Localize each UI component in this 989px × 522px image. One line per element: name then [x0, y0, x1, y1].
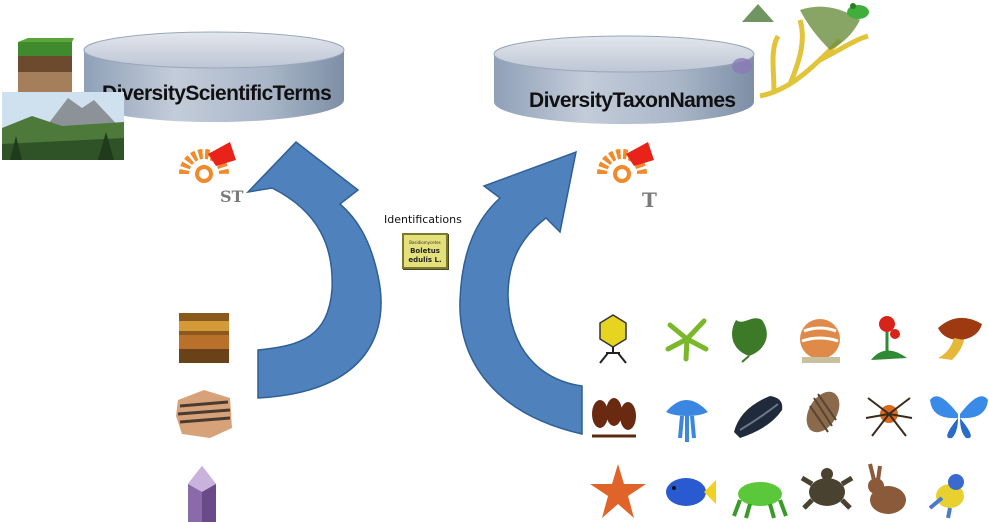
- turtle-icon: [800, 468, 854, 510]
- fish-icon: [666, 478, 716, 506]
- database-title-right: DiversityTaxonNames: [529, 89, 736, 112]
- leaf-icon: [732, 318, 767, 363]
- butterfly-icon: [930, 396, 988, 439]
- card-line1: Basidiomycetes: [409, 239, 441, 245]
- berry-plant-icon: [871, 316, 907, 360]
- jellyfish-icon: [666, 400, 708, 442]
- spore-icon: [592, 398, 636, 438]
- database-cylinder-right: [493, 35, 755, 124]
- card-line3: edulis L.: [408, 255, 442, 264]
- mushroom-icon: [938, 317, 982, 360]
- bird-icon: [928, 474, 964, 519]
- mountain-landscape-icon: [2, 92, 124, 160]
- banded-rock-icon: [176, 390, 232, 438]
- virus-icon: [599, 314, 627, 364]
- card-line2: Boletus: [410, 246, 440, 255]
- identifications-label: Identifications: [384, 213, 462, 226]
- diversity-logo-right: [597, 142, 654, 183]
- logo-letters-right: T: [642, 188, 657, 212]
- mussel-icon: [734, 396, 783, 438]
- diversity-logo-left: [179, 142, 236, 183]
- logo-letters-left: ST: [220, 187, 244, 206]
- spider-icon: [865, 397, 913, 437]
- right-curved-arrow: [459, 150, 583, 435]
- identification-card: Basidiomycetes Boletus edulis L.: [402, 233, 448, 269]
- hare-icon: [868, 463, 906, 514]
- database-title-left: DiversityScientificTerms: [102, 82, 332, 105]
- isopod-icon: [806, 391, 840, 433]
- frog-icon: [732, 482, 788, 519]
- left-curved-arrow: [245, 140, 382, 399]
- alga-icon: [665, 318, 709, 362]
- amoeba-icon: [800, 319, 840, 363]
- tree-frog-icon: [847, 3, 869, 19]
- starfish-icon: [590, 464, 646, 518]
- phylogenetic-tree-icon: [732, 4, 869, 99]
- amethyst-crystal-icon: [188, 466, 216, 522]
- sediment-sample-icon: [179, 313, 229, 363]
- database-cylinder-left: [83, 31, 345, 122]
